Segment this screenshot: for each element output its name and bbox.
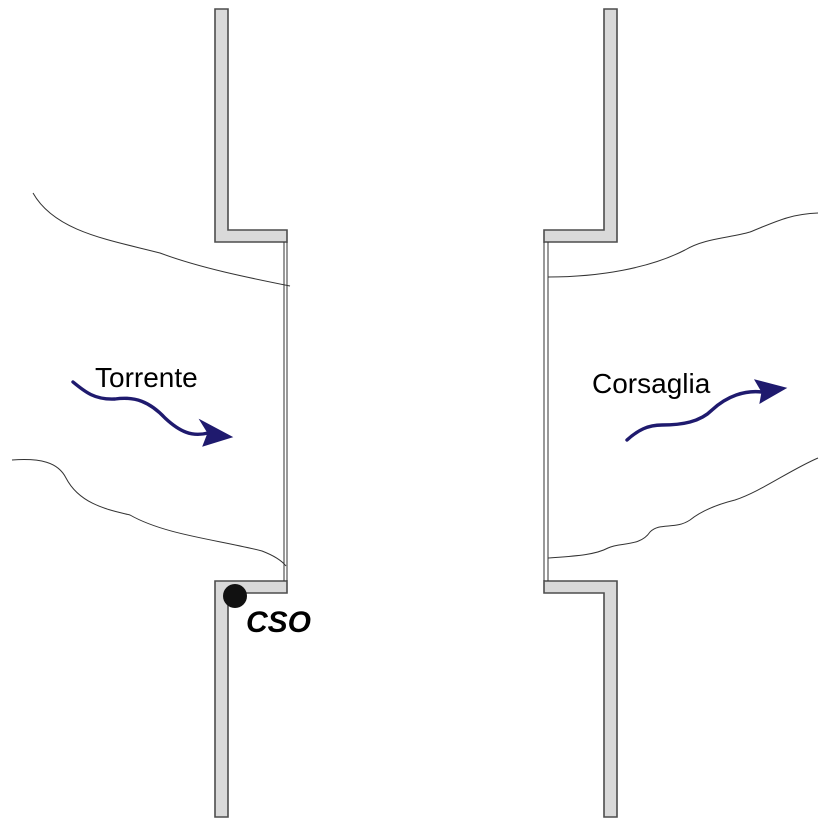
right-wall-lower [543, 580, 618, 818]
left-stream-banks [11, 192, 291, 567]
left-stream-lower-bank [11, 459, 287, 567]
left-flow-arrowhead-icon [198, 418, 234, 447]
torrente-label: Torrente [95, 362, 198, 393]
right-stream-banks [547, 212, 819, 559]
left-stream-upper-bank [32, 192, 291, 287]
right-flow-arrowhead-icon [753, 379, 788, 404]
right-stream-upper-bank [547, 212, 819, 278]
left-flow-arrow [71, 380, 234, 447]
left-flow-arrow-shaft [71, 380, 210, 437]
corsaglia-label: Corsaglia [592, 368, 711, 399]
right-flow-arrow-shaft [625, 389, 764, 442]
right-wall-upper [543, 8, 618, 243]
left-wall [214, 8, 288, 818]
cso-label: CSO [246, 606, 311, 639]
cso-marker-icon [223, 584, 247, 608]
right-wall [543, 8, 618, 818]
left-wall-upper [214, 8, 288, 243]
right-stream-lower-bank [547, 457, 819, 559]
right-flow-arrow [625, 379, 788, 442]
